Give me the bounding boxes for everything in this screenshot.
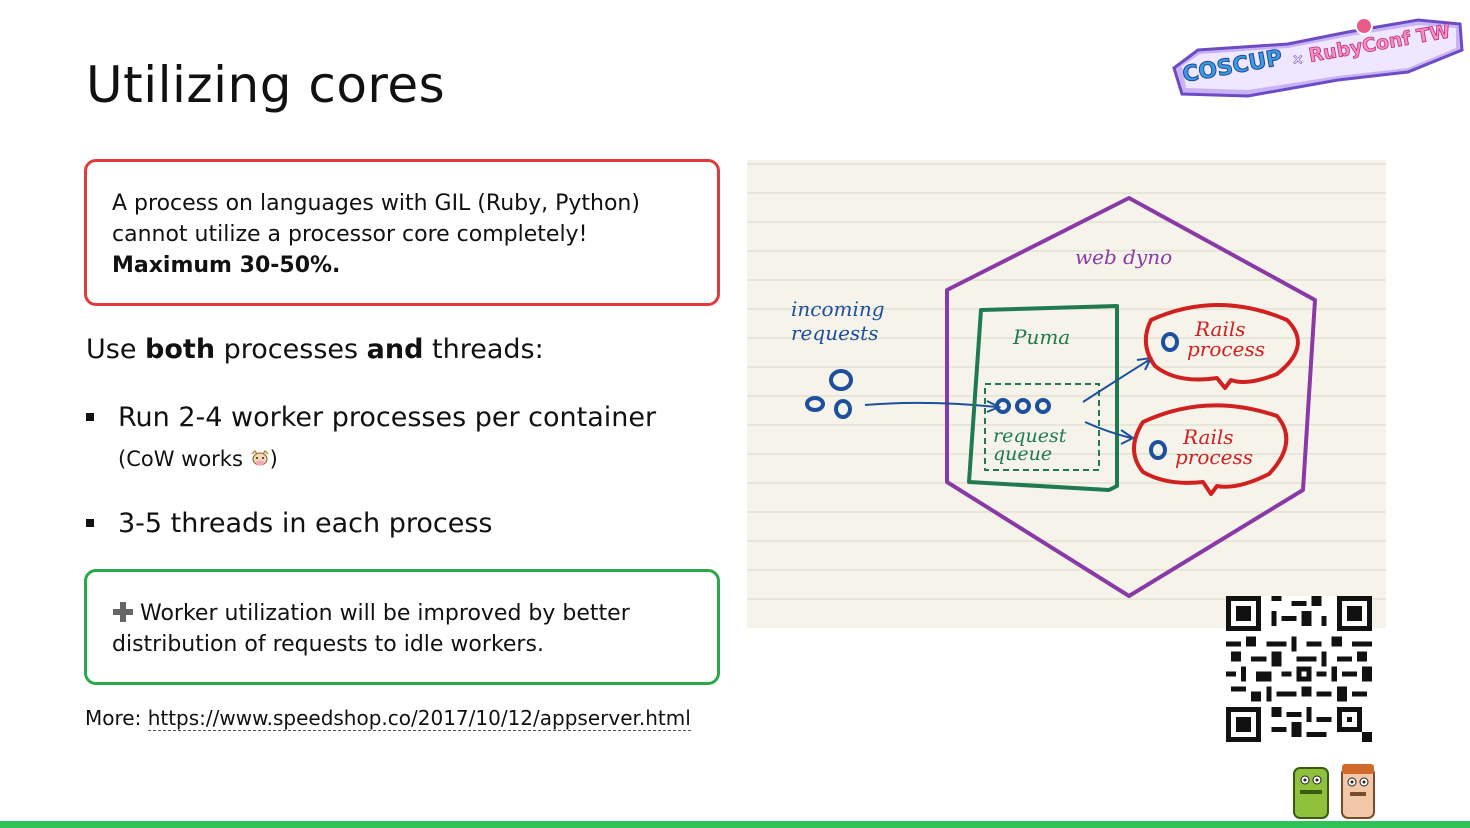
more-label: More: [85, 706, 148, 730]
rails-process-2-outline [1132, 403, 1289, 496]
rails-2-process: process [1175, 445, 1253, 469]
incoming-label-2: requests [791, 321, 878, 345]
mascots [1293, 764, 1375, 819]
rails-2-label: Rails [1182, 425, 1234, 449]
bullet-workers: Run 2-4 worker processes per container (… [86, 398, 686, 478]
green-box-text: Worker utilization will be improved by b… [112, 601, 630, 657]
rails-1-process: process [1187, 337, 1265, 361]
qr-code[interactable] [1226, 596, 1372, 742]
bullet-workers-note: (CoW works ) [118, 447, 278, 471]
coscup-rubyconf-logo: COSCUP × RubyConf TW [1172, 17, 1464, 98]
rails-1-label: Rails [1194, 317, 1246, 341]
progress-bar [0, 821, 1470, 828]
puma-label: Puma [1012, 325, 1070, 349]
lead-part-1: Use [86, 334, 146, 365]
lead-part-2: both [145, 334, 216, 365]
gil-line-2: cannot utilize a processor core complete… [112, 222, 588, 247]
more-info: More: https://www.speedshop.co/2017/10/1… [85, 706, 691, 731]
worker-utilization-box: Worker utilization will be improved by b… [84, 569, 720, 685]
gil-warning-box: A process on languages with GIL (Ruby, P… [84, 159, 720, 306]
puma-box [967, 304, 1119, 492]
queue-label-2: queue [993, 443, 1052, 465]
web-dyno-outline [945, 196, 1317, 598]
gil-line-1: A process on languages with GIL (Ruby, P… [112, 191, 640, 216]
bullet-threads: 3-5 threads in each process [86, 504, 686, 544]
lead-part-3: processes [215, 334, 367, 365]
bullet-marker [86, 413, 94, 421]
web-dyno-sketch: web dyno incoming requests Puma request … [747, 160, 1386, 628]
lead-part-4: and [366, 334, 424, 365]
speedshop-link[interactable]: https://www.speedshop.co/2017/10/12/apps… [147, 706, 691, 731]
bullet-marker [86, 519, 94, 527]
web-dyno-label: web dyno [1075, 245, 1172, 269]
plus-icon [112, 601, 134, 623]
cow-icon [251, 450, 269, 466]
cow-note-end: ) [269, 447, 278, 471]
rails-process-1-outline [1143, 303, 1300, 390]
lead-part-5: threads: [423, 334, 544, 365]
queue-label-1: request [993, 425, 1067, 447]
incoming-label-1: incoming [791, 297, 885, 321]
bullet-workers-text: Run 2-4 worker processes per container [118, 402, 657, 433]
svg-text:×: × [1292, 52, 1304, 68]
slide-title: Utilizing cores [86, 56, 446, 114]
gil-line-3: Maximum 30-50%. [112, 253, 341, 278]
cow-note-text: (CoW works [118, 447, 243, 471]
lead-sentence: Use both processes and threads: [86, 334, 544, 365]
bullet-threads-text: 3-5 threads in each process [118, 508, 493, 539]
